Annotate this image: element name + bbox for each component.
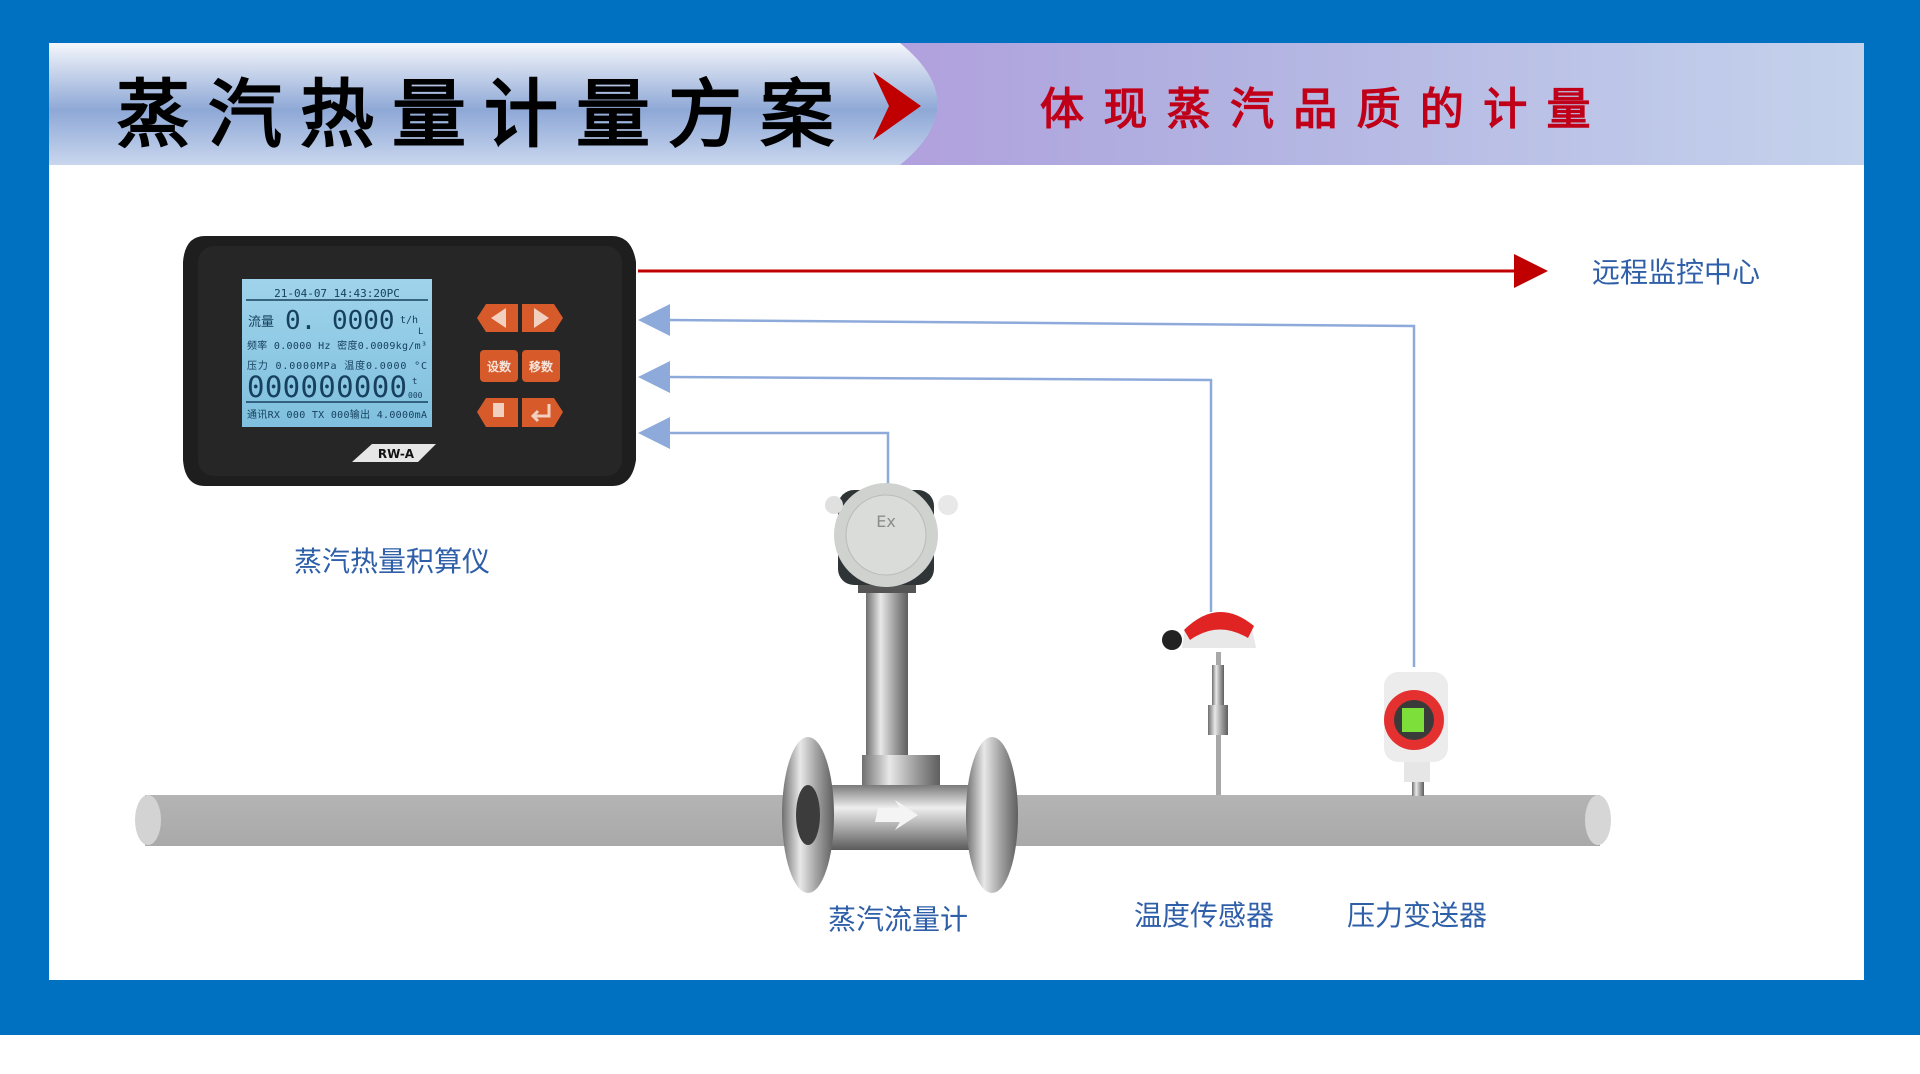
lcd-row-pressure: 压力 0.0000MPa 温度0.0000 °C (247, 359, 427, 372)
vortex-flowmeter: Ex (782, 483, 1018, 893)
ex-badge: Ex (876, 512, 896, 531)
enter-icon (530, 404, 551, 423)
shift-button-label: 移数 (529, 359, 554, 374)
device-label: 蒸汽热量积算仪 (294, 545, 490, 578)
slogan: 体 现 蒸 汽 品 质 的 计 量 (1040, 84, 1593, 135)
menu-button[interactable] (477, 398, 518, 427)
flowmeter-label: 蒸汽流量计 (828, 903, 968, 936)
model-label: RW-A (378, 447, 415, 461)
heat-calculator-device: 21-04-07 14:43:20PC 流量 0. 0000 t/h L 频率 … (183, 236, 636, 486)
left-button[interactable] (477, 304, 518, 332)
enter-button[interactable] (522, 398, 563, 427)
lcd-datetime: 21-04-07 14:43:20PC (274, 287, 400, 300)
lcd-flow-value: 0. 0000 (285, 306, 395, 336)
set-button[interactable]: 设数 (480, 350, 518, 382)
document-icon (493, 403, 504, 417)
triangle-left-icon (491, 308, 506, 328)
lcd-display (1402, 708, 1424, 732)
header-band: 蒸汽热量计量方案 体 现 蒸 汽 品 质 的 计 量 (49, 43, 1864, 165)
right-button[interactable] (522, 304, 563, 332)
flow-direction-arrow-icon (875, 800, 918, 830)
lcd-flow-unit: t/h (400, 315, 418, 326)
arrow-left-icon (638, 361, 670, 393)
arrow-left-icon (638, 304, 670, 336)
lcd-total: 000000000 (247, 370, 407, 404)
temperature-signal-line (667, 375, 1213, 612)
lcd-row-comm: 通讯RX 000 TX 000输出 4.0000mA (247, 408, 427, 421)
chevron-right-icon (873, 72, 921, 140)
signal-lines (638, 254, 1548, 667)
shift-button[interactable]: 移数 (522, 350, 560, 382)
flow-signal-line (668, 431, 890, 490)
lcd-flow-label: 流量 (248, 315, 274, 330)
pressure-signal-line (667, 318, 1416, 667)
lcd-screen (242, 279, 432, 427)
page-title: 蒸汽热量计量方案 (116, 72, 852, 158)
arrow-left-icon (638, 417, 670, 449)
lcd-total-sub: 000 (408, 391, 423, 400)
remote-center-label: 远程监控中心 (1592, 256, 1760, 289)
temperature-sensor-label: 温度传感器 (1134, 899, 1274, 932)
lcd-row-frequency: 频率 0.0000 Hz 密度0.0009kg/m³ (247, 339, 427, 352)
pressure-transmitter-label: 压力变送器 (1347, 899, 1487, 932)
lcd-flow-suffix: L (418, 327, 423, 337)
temperature-sensor (1162, 611, 1256, 795)
pressure-transmitter (1384, 672, 1448, 796)
triangle-right-icon (534, 308, 549, 328)
arrow-right-icon (1514, 254, 1548, 288)
lcd-total-unit: t (412, 377, 417, 387)
set-button-label: 设数 (487, 359, 512, 374)
